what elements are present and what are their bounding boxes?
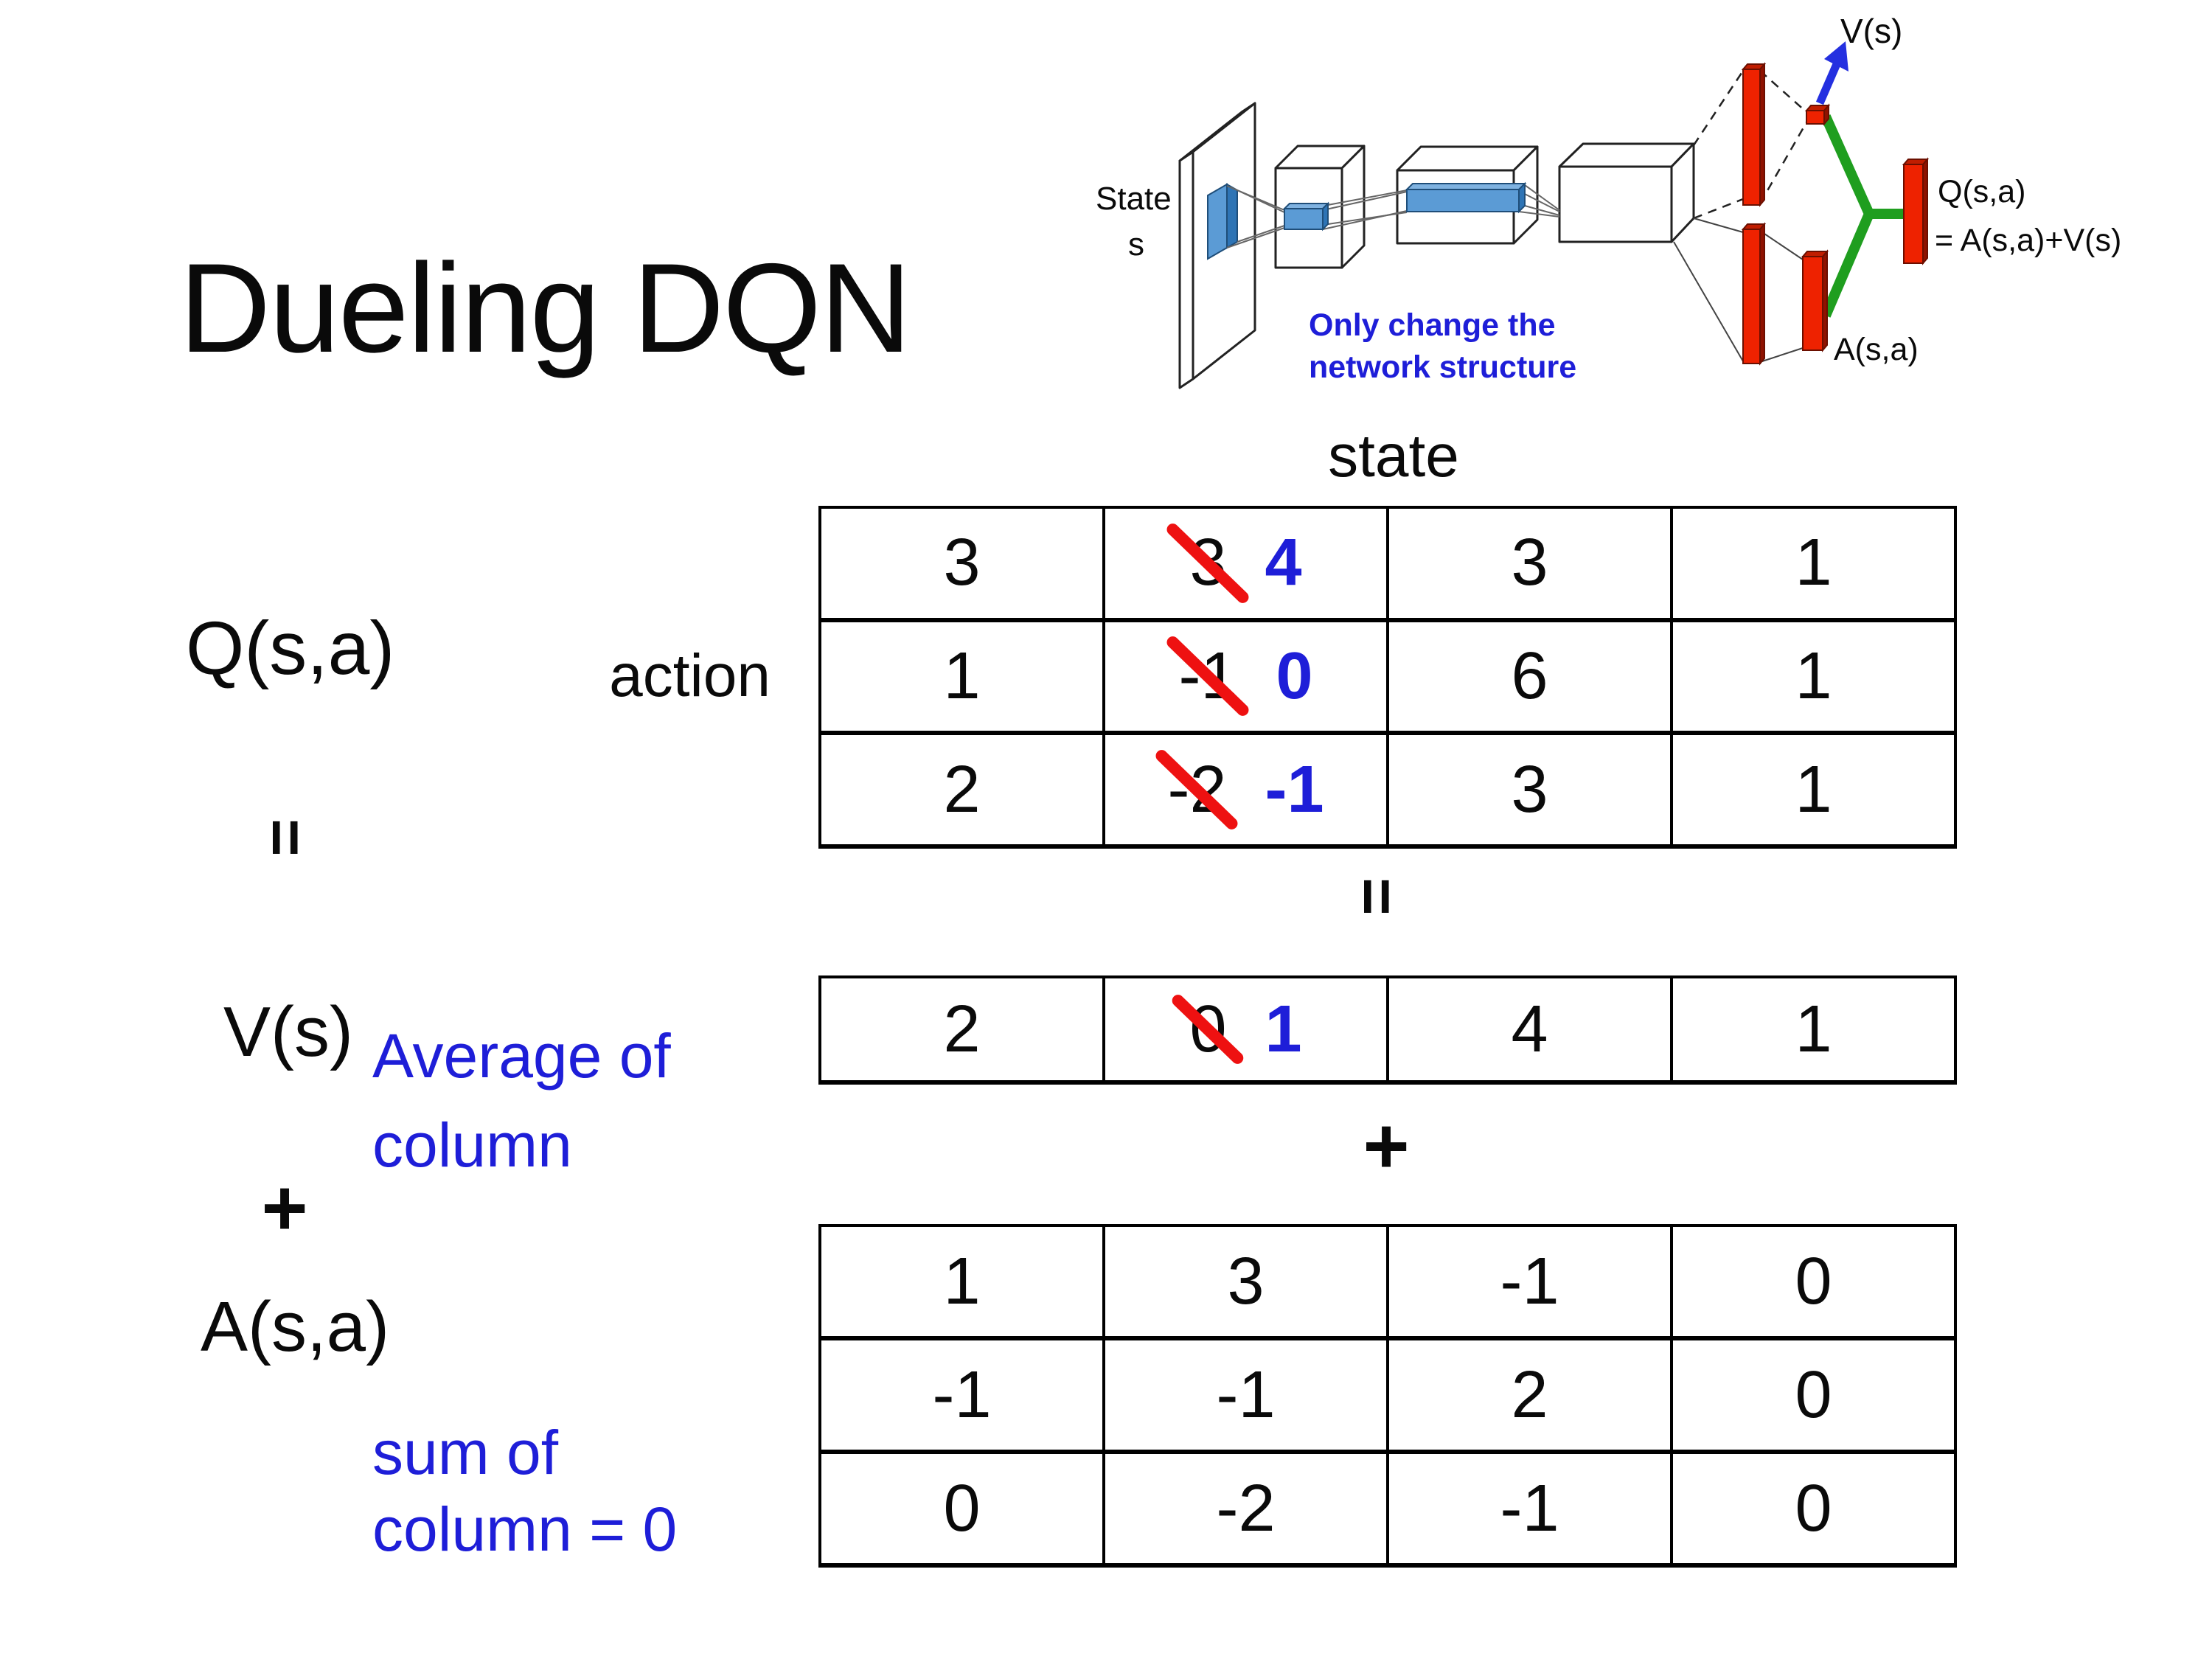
diagram-q-label-line1: Q(s,a) <box>1938 174 2025 209</box>
action-axis-label: action <box>609 642 771 709</box>
a-cell: 0 <box>821 1454 1105 1568</box>
a-cell: 0 <box>1673 1227 1957 1340</box>
conv-box-1 <box>1274 145 1366 269</box>
q-cell: 2 <box>821 735 1105 849</box>
q-cell: 6 <box>1389 622 1673 736</box>
diagram-a-label: A(s,a) <box>1834 332 1919 367</box>
q-cell: 1 <box>1673 735 1957 849</box>
a-cell: 0 <box>1673 1340 1957 1454</box>
q-cell-corrected: -1 0 <box>1105 622 1389 736</box>
equals-sign-left: = <box>249 818 323 857</box>
a-cell: -1 <box>1389 1227 1673 1340</box>
state-axis-label: state <box>1328 422 1459 490</box>
sum-note-line2: column = 0 <box>372 1495 678 1565</box>
v-table: 2 0 1 4 1 <box>818 975 1957 1085</box>
q-cell-corrected: 3 4 <box>1105 509 1389 622</box>
network-diagram: State s V(s) Q(s,a) = A(s,a)+V(s) A(s,a)… <box>1096 12 2121 389</box>
a-cell: -1 <box>821 1340 1105 1454</box>
fc-bar-a-hidden <box>1741 222 1767 366</box>
v-cell-corrected: 0 1 <box>1105 978 1389 1085</box>
corrected-value: -1 <box>1265 752 1324 827</box>
projection-lines <box>1226 184 1560 248</box>
sum-note: sum of column = 0 <box>372 1414 677 1568</box>
average-note-line1: Average of <box>372 1021 671 1091</box>
q-cell: 1 <box>1673 509 1957 622</box>
sum-note-line1: sum of <box>372 1418 559 1487</box>
diagram-state-s: s <box>1128 226 1144 262</box>
q-cell: 3 <box>821 509 1105 622</box>
feature-bar-1 <box>1282 201 1330 232</box>
q-cell-corrected: -2 -1 <box>1105 735 1389 849</box>
average-note-line2: column <box>372 1110 572 1180</box>
q-cell: 1 <box>1673 622 1957 736</box>
v-cell: 4 <box>1389 978 1673 1085</box>
plus-sign-mid: + <box>1363 1100 1410 1190</box>
equals-sign-mid: = <box>1340 877 1414 916</box>
a-cell: 2 <box>1389 1340 1673 1454</box>
v-matrix-label: V(s) <box>223 992 353 1071</box>
corrected-value: 4 <box>1265 526 1302 600</box>
a-vector-bar <box>1801 249 1829 352</box>
v-arrow <box>1815 41 1848 105</box>
a-cell: -2 <box>1105 1454 1389 1568</box>
v-cell: 1 <box>1673 978 1957 1085</box>
q-cell: 1 <box>821 622 1105 736</box>
conv-filter-icon <box>1207 183 1238 260</box>
slide-title: Dueling DQN <box>179 237 911 380</box>
average-note: Average of column <box>372 1012 671 1190</box>
v-cell: 2 <box>821 978 1105 1085</box>
q-table: 3 3 4 3 1 1 -1 0 6 1 2 -2 -1 3 1 <box>818 506 1957 849</box>
diagram-note-line2: network structure <box>1309 349 1576 385</box>
plus-sign-left: + <box>261 1162 308 1252</box>
a-cell: 3 <box>1105 1227 1389 1340</box>
a-matrix-label: A(s,a) <box>201 1287 390 1366</box>
a-cell: 0 <box>1673 1454 1957 1568</box>
q-cell: 3 <box>1389 509 1673 622</box>
diagram-q-label-line2: = A(s,a)+V(s) <box>1935 223 2121 258</box>
conv-box-3 <box>1558 142 1695 243</box>
diagram-note-line1: Only change the <box>1309 307 1556 343</box>
corrected-value: 1 <box>1265 992 1302 1066</box>
feature-bar-2 <box>1405 181 1527 214</box>
a-cell: 1 <box>821 1227 1105 1340</box>
diagram-state-label: State <box>1096 181 1172 217</box>
solid-projection-lines <box>1673 218 1804 363</box>
dashed-projection-lines <box>1692 70 1808 220</box>
a-cell: -1 <box>1389 1454 1673 1568</box>
diagram-v-label: V(s) <box>1840 12 1902 50</box>
a-table: 1 3 -1 0 -1 -1 2 0 0 -2 -1 0 <box>818 1224 1957 1568</box>
q-cell: 3 <box>1389 735 1673 849</box>
corrected-value: 0 <box>1276 639 1313 713</box>
fc-bar-v-hidden <box>1741 62 1767 207</box>
q-vector-bar <box>1902 157 1930 265</box>
q-matrix-label: Q(s,a) <box>186 606 395 690</box>
aggregator-connector <box>1820 114 1905 318</box>
a-cell: -1 <box>1105 1340 1389 1454</box>
v-scalar-node <box>1804 103 1831 126</box>
